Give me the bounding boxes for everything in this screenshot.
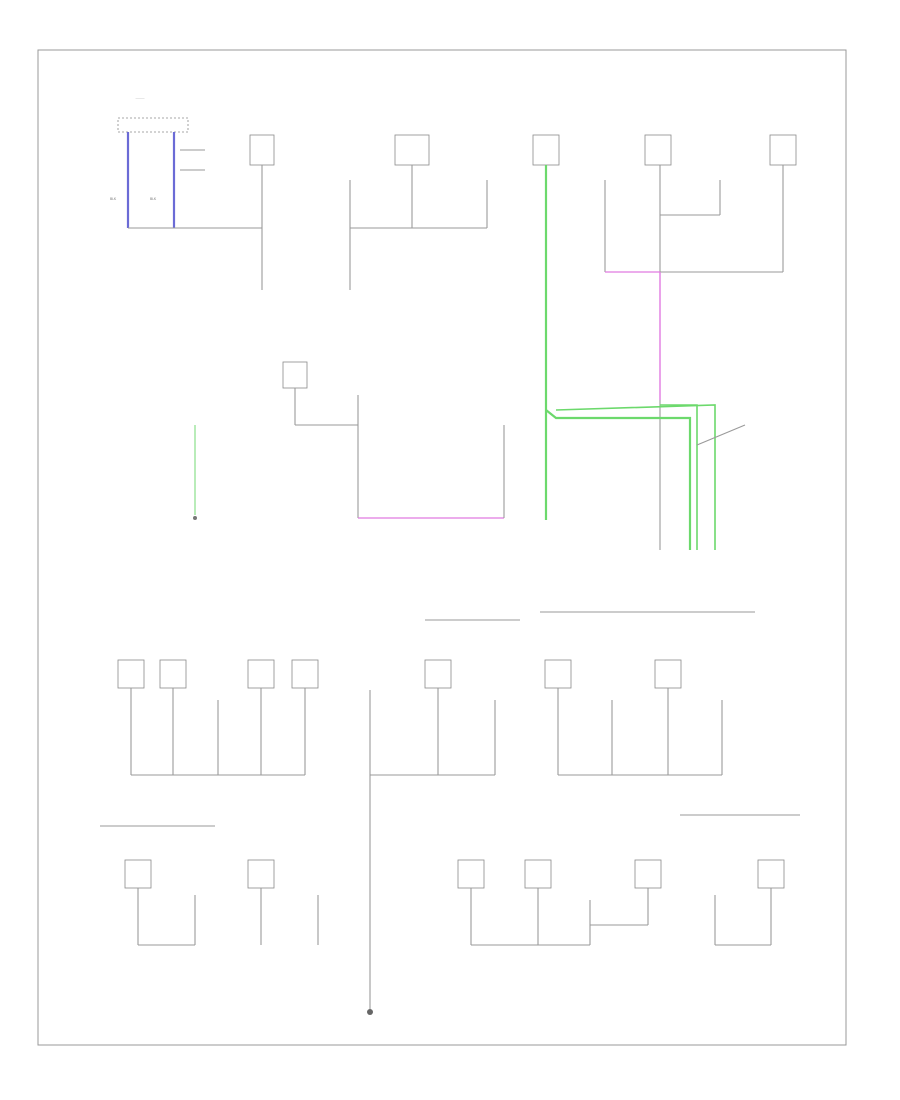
connector-6 <box>282 361 308 389</box>
green-loop-1 <box>545 409 692 550</box>
connector-2 <box>394 134 430 166</box>
top-connectors <box>128 134 797 290</box>
svg-text:·········: ········· <box>135 97 144 101</box>
top-section: ········· BLK BLK <box>110 97 797 550</box>
connector-5 <box>769 134 797 166</box>
diagram-frame <box>37 49 847 1046</box>
connector-4 <box>644 134 672 166</box>
middle-drops <box>130 688 723 776</box>
middle-section <box>117 611 755 1015</box>
battery-current-sensor: ········· BLK BLK <box>110 97 205 228</box>
green-loop-2 <box>555 404 716 550</box>
ground-point <box>367 1009 373 1015</box>
connector-1 <box>249 134 275 166</box>
connector-3 <box>532 134 560 166</box>
svg-text:BLK: BLK <box>150 197 157 201</box>
middle-connectors <box>117 659 682 689</box>
svg-text:BLK: BLK <box>110 197 117 201</box>
bottom-section <box>100 814 800 946</box>
